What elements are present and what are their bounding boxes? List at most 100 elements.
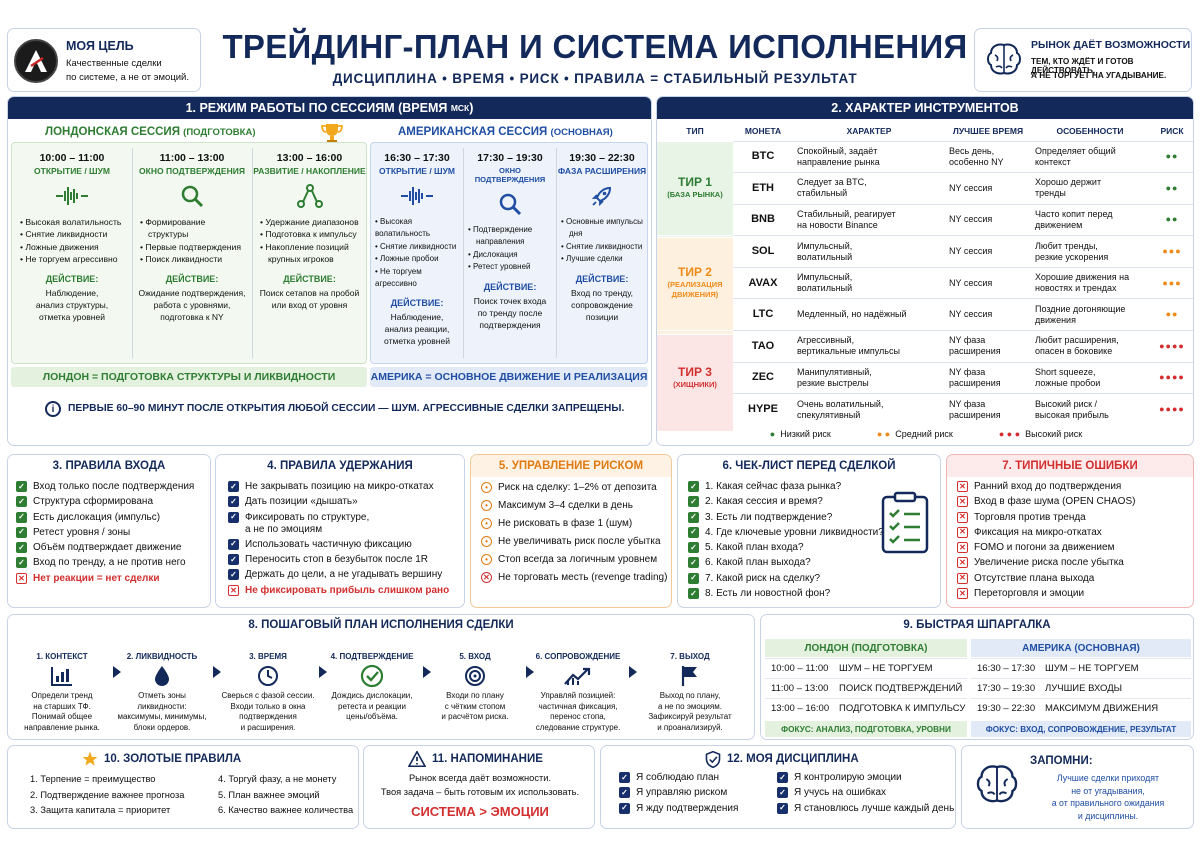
target-icon	[425, 661, 525, 691]
checklist-item: ✕Переторговля и эмоции	[957, 588, 1135, 600]
checkbox-icon: ✓	[16, 481, 27, 492]
checkbox-icon: ✕	[957, 526, 968, 538]
goal-text-2: по системе, а не от эмоций.	[66, 72, 190, 83]
warning-icon	[407, 750, 427, 772]
checkbox-icon: ✓	[688, 511, 699, 523]
remember-title: ЗАПОМНИ:	[1030, 755, 1093, 767]
shield-icon	[705, 750, 721, 773]
checkbox-icon: ✓	[228, 569, 239, 581]
reminder-card: 11. НАПОМИНАНИЕ Рынок всегда даёт возмож…	[363, 745, 595, 829]
clock-icon	[218, 661, 318, 691]
risk-item: •Риск на сделку: 1–2% от депозита	[481, 482, 667, 494]
checklist-item: ✓Вход по тренду, а не против него	[16, 557, 194, 569]
checkbox-icon: ✓	[688, 481, 699, 492]
session-col-6: 19:30 – 22:30 ФАЗА РАСШИРЕНИЯ • Основные…	[557, 152, 647, 322]
checklist-card: 6. ЧЕК-ЛИСТ ПЕРЕД СДЕЛКОЙ ✓1. Какая сейч…	[677, 454, 941, 608]
london-session-title: ЛОНДОНСКАЯ СЕССИЯ (ПОДГОТОВКА)	[45, 126, 256, 138]
risk-icon: •	[481, 518, 492, 529]
risk-item: •Максимум 3–4 сделки в день	[481, 500, 667, 512]
checklist-item: ✓3. Есть ли подтверждение?	[688, 511, 884, 524]
divider	[132, 148, 133, 358]
checklist-item: ✓Я управляю риском	[619, 787, 738, 799]
checkbox-icon: ✕	[957, 496, 968, 508]
instruments-header: 2. ХАРАКТЕР ИНСТРУМЕНТОВ	[657, 97, 1193, 119]
checkbox-icon: ✕	[957, 588, 968, 600]
checklist-item: ✓Объём подтверждает движение	[16, 542, 194, 554]
checklist-item: ✓7. Какой риск на сделку?	[688, 572, 884, 585]
checklist-item: ✓Я учусь на ошибках	[777, 787, 954, 799]
cross-icon: ✕	[228, 585, 239, 597]
market-text-2: А НЕ ТОРГУЕТ НА УГАДЫВАНИЕ.	[1031, 71, 1167, 80]
checkbox-icon: ✓	[228, 511, 239, 523]
goal-title: МОЯ ЦЕЛЬ	[66, 39, 134, 53]
warning-item: ✕Не фиксировать прибыль слишком рано	[228, 585, 449, 597]
mistakes-card: 7. ТИПИЧНЫЕ ОШИБКИ ✕Ранний вход до подтв…	[946, 454, 1194, 608]
checkbox-icon: ✓	[228, 554, 239, 566]
checkbox-icon: ✓	[688, 588, 699, 600]
hold-rules-card: 4. ПРАВИЛА УДЕРЖАНИЯ ✓Не закрывать позиц…	[215, 454, 465, 608]
checkbox-icon: ✕	[957, 542, 968, 554]
checklist-item: ✓5. Какой план входа?	[688, 542, 884, 554]
divider	[252, 148, 253, 358]
london-footer: ЛОНДОН = ПОДГОТОВКА СТРУКТУРЫ И ЛИКВИДНО…	[11, 367, 367, 387]
goal-card: МОЯ ЦЕЛЬ Качественные сделки по системе,…	[7, 28, 201, 92]
checklist-item: ✓4. Где ключевые уровни ликвидности?	[688, 526, 884, 539]
checklist-item: ✓1. Какая сейчас фаза рынка?	[688, 481, 884, 493]
session-col-5: 17:30 – 19:30 ОКНО ПОДТВЕРЖДЕНИЯ • Подтв…	[464, 142, 556, 364]
checklist-item: ✕Фиксация на микро-откатах	[957, 526, 1135, 539]
info-icon: i	[45, 401, 61, 417]
trend-icon	[528, 661, 628, 691]
logo-icon	[14, 39, 58, 83]
checklist-item: ✓Структура сформирована	[16, 496, 194, 508]
checklist-item: ✓Я жду подтверждения	[619, 802, 738, 815]
reminder-title: 11. НАПОМИНАНИЕ	[432, 753, 543, 765]
checklist-item: ✕Вход в фазе шума (OPEN CHAOS)	[957, 496, 1135, 508]
risk-item: •Не рисковать в фазе 1 (шум)	[481, 518, 667, 530]
risk-icon: •	[481, 554, 492, 565]
checklist-item: ✓Использовать частичную фиксацию	[228, 538, 449, 551]
risk-dots: ●●●●	[1149, 361, 1193, 394]
magnifier-icon	[464, 184, 556, 224]
market-card: РЫНОК ДАЁТ ВОЗМОЖНОСТИ ТЕМ, КТО ЖДЁТ И Г…	[974, 28, 1192, 92]
checklist-item: ✕Отсутствие плана выхода	[957, 572, 1135, 585]
checklist-item: ✓Я контролирую эмоции	[777, 772, 954, 784]
checkbox-icon: ✓	[688, 542, 699, 554]
checklist-item: ✓Есть дислокация (импульс)	[16, 511, 194, 524]
cheat-london-focus: ФОКУС: АНАЛИЗ, ПОДГОТОВКА, УРОВНИ	[765, 721, 967, 737]
checkbox-icon: ✓	[16, 557, 27, 569]
drop-icon	[112, 661, 212, 691]
checkbox-icon: ✓	[228, 481, 239, 492]
checkbox-icon: ✓	[16, 511, 27, 523]
risk-management-card: 5. УПРАВЛЕНИЕ РИСКОМ •Риск на сделку: 1–…	[470, 454, 672, 608]
risk-dots: ●●	[1149, 298, 1193, 331]
risk-item: •Не увеличивать риск после убытка	[481, 536, 667, 548]
checklist-item: ✓Не закрывать позицию на микро-откатах	[228, 481, 449, 493]
checklist-item: ✓Я становлюсь лучше каждый день	[777, 802, 954, 815]
checklist-item: ✓Вход только после подтверждения	[16, 481, 194, 493]
checklist-item: ✕Торговля против тренда	[957, 511, 1135, 524]
checkbox-icon: ✓	[688, 572, 699, 584]
flag-icon	[640, 661, 740, 691]
divider	[556, 148, 557, 358]
discipline-card: 12. МОЯ ДИСЦИПЛИНА ✓Я соблюдаю план✓Я уп…	[600, 745, 956, 829]
divider	[463, 148, 464, 358]
cheat-america-focus: ФОКУС: ВХОД, СОПРОВОЖДЕНИЕ, РЕЗУЛЬТАТ	[971, 721, 1191, 737]
brain-icon	[983, 39, 1025, 86]
warning-item: ✕Не торговать месть (revenge trading)	[481, 572, 667, 584]
session-col-4: 16:30 – 17:30 ОТКРЫТИЕ / ШУМ • Высокая в…	[371, 142, 463, 364]
risk-icon: •	[481, 536, 492, 547]
checkbox-icon: ✓	[688, 557, 699, 569]
trophy-icon	[320, 122, 344, 149]
